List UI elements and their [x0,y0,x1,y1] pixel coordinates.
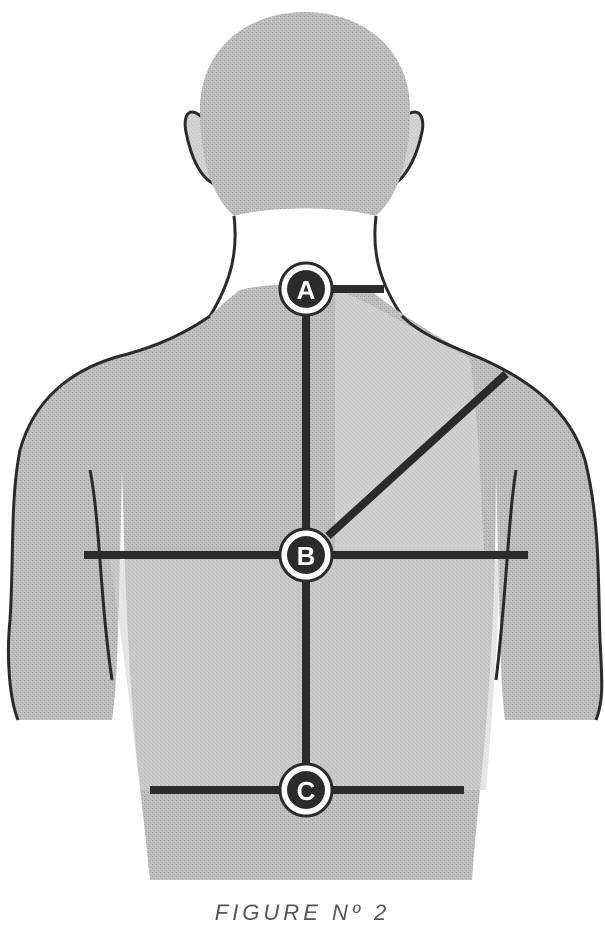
marker-a: A [280,263,332,315]
figure-caption: FIGURE Nº 2 [0,900,605,926]
marker-c: C [280,764,332,816]
marker-a-label: A [297,275,316,305]
marker-c-label: C [297,776,316,806]
marker-b: B [280,529,332,581]
marker-b-label: B [297,541,316,571]
head [185,12,423,216]
head-hair [200,12,410,216]
